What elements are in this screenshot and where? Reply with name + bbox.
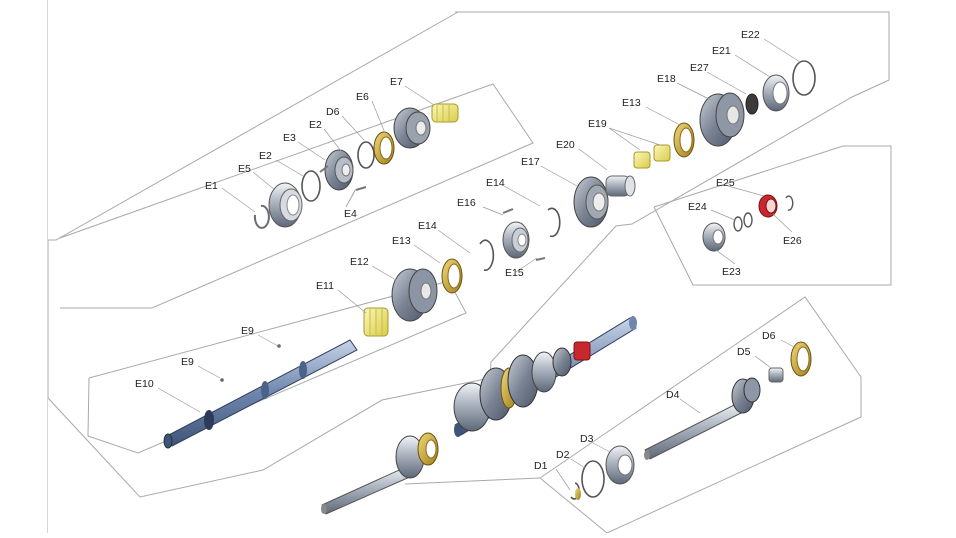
label-e18: E18	[657, 73, 676, 85]
part-e26-red-seal	[758, 194, 778, 218]
label-e9b: E9	[181, 356, 194, 368]
part-e12-gear	[391, 268, 438, 322]
label-e22: E22	[741, 29, 760, 41]
middle-row-parts	[363, 60, 816, 337]
part-e7-needle-bearing	[431, 103, 459, 123]
label-e6: E6	[356, 91, 369, 103]
leader-lines	[157, 38, 801, 491]
part-d6-brass-ring	[373, 131, 395, 165]
assembled-main-shaft	[453, 316, 637, 437]
label-e5: E5	[238, 163, 251, 175]
part-labels: E1 E5 E2 E3 E2 D6 E6 E7 E4 E9 E9 E10 E11…	[135, 29, 802, 472]
part-e20-sleeve	[605, 175, 636, 197]
part-d3-bearing	[605, 445, 635, 485]
part-e14b-snap-ring	[547, 207, 561, 238]
part-d4-input-shaft	[644, 377, 761, 460]
label-e13a: E13	[392, 235, 411, 247]
part-e17-sync-sleeve	[573, 176, 609, 228]
part-d5-needle-bearing	[768, 367, 784, 383]
label-e21: E21	[712, 45, 731, 57]
label-e26: E26	[783, 235, 802, 247]
upper-left-group-outline	[59, 83, 534, 309]
label-e20: E20	[556, 139, 575, 151]
part-e24b-ring	[743, 212, 753, 228]
label-e13b: E13	[622, 97, 641, 109]
part-e5-sync-hub	[268, 182, 303, 228]
label-e4: E4	[344, 208, 357, 220]
assembled-red-seal	[573, 341, 591, 361]
part-e19-needle-bearings	[633, 144, 671, 169]
part-e27-washer	[745, 93, 759, 115]
part-e16-pin	[502, 208, 514, 214]
part-e13-brass-ring	[441, 258, 463, 294]
output-shaft	[163, 339, 358, 449]
label-e14b: E14	[486, 177, 505, 189]
part-e11-needle-bearing	[363, 307, 389, 337]
input-shaft-assembled	[321, 432, 439, 515]
part-e3-gear	[324, 149, 354, 191]
part-e15-pin	[535, 257, 546, 261]
label-e11: E11	[316, 280, 334, 292]
part-e2b-ring	[357, 141, 375, 169]
left-margin-rule	[47, 0, 48, 533]
part-e10-flange	[204, 410, 214, 430]
part-e1-snap-ring	[253, 204, 270, 229]
label-d3: D3	[580, 433, 594, 445]
input-parts	[570, 341, 812, 500]
label-e24: E24	[688, 201, 707, 213]
upper-left-parts	[253, 103, 459, 229]
label-e27: E27	[690, 62, 709, 74]
label-e10: E10	[135, 378, 154, 390]
part-e4-pin-2	[319, 165, 329, 173]
label-d6b: D6	[762, 330, 776, 342]
label-e7: E7	[390, 76, 403, 88]
label-e17: E17	[521, 156, 540, 168]
output-shaft-group-outline	[87, 280, 467, 454]
label-e9a: E9	[241, 325, 254, 337]
input-shaft-join-outline	[404, 477, 541, 485]
part-e23-bearing	[702, 222, 726, 252]
label-d1: D1	[534, 460, 548, 472]
part-e13b-brass-ring	[673, 122, 695, 158]
label-e2b: E2	[309, 119, 322, 131]
part-e25-clip	[785, 195, 794, 211]
label-d5: D5	[737, 346, 751, 358]
part-e16-hub	[502, 221, 530, 259]
part-d1-brass	[575, 488, 581, 500]
label-e3: E3	[283, 132, 296, 144]
label-d6a: D6	[326, 106, 340, 118]
label-d4: D4	[666, 389, 680, 401]
part-e2-ring	[301, 170, 321, 202]
label-d2: D2	[556, 449, 570, 461]
part-d6b-brass-ring	[790, 341, 812, 377]
label-e1: E1	[205, 180, 218, 192]
rear-bearing-parts	[702, 194, 794, 252]
rear-bearing-group-outline	[653, 145, 892, 286]
part-d2-ring	[581, 460, 605, 498]
part-e24-ring	[733, 216, 743, 232]
label-e25: E25	[716, 177, 735, 189]
part-e22-seal-ring	[792, 60, 816, 96]
part-e18-cluster-gear	[699, 92, 745, 147]
part-e6-gear	[393, 107, 431, 149]
part-e14-snap-ring	[479, 239, 495, 271]
label-e12: E12	[350, 256, 369, 268]
label-e14a: E14	[418, 220, 437, 232]
part-e21-bearing	[762, 74, 790, 112]
part-e4-pin	[355, 186, 367, 191]
label-e2: E2	[259, 150, 272, 162]
label-e16: E16	[457, 197, 476, 209]
label-e19: E19	[588, 118, 607, 130]
label-e15: E15	[505, 267, 524, 279]
input-shaft-group-outline	[539, 296, 862, 534]
part-e9b-ball	[277, 344, 281, 348]
part-e9-ball	[220, 378, 224, 382]
label-e23: E23	[722, 266, 741, 278]
